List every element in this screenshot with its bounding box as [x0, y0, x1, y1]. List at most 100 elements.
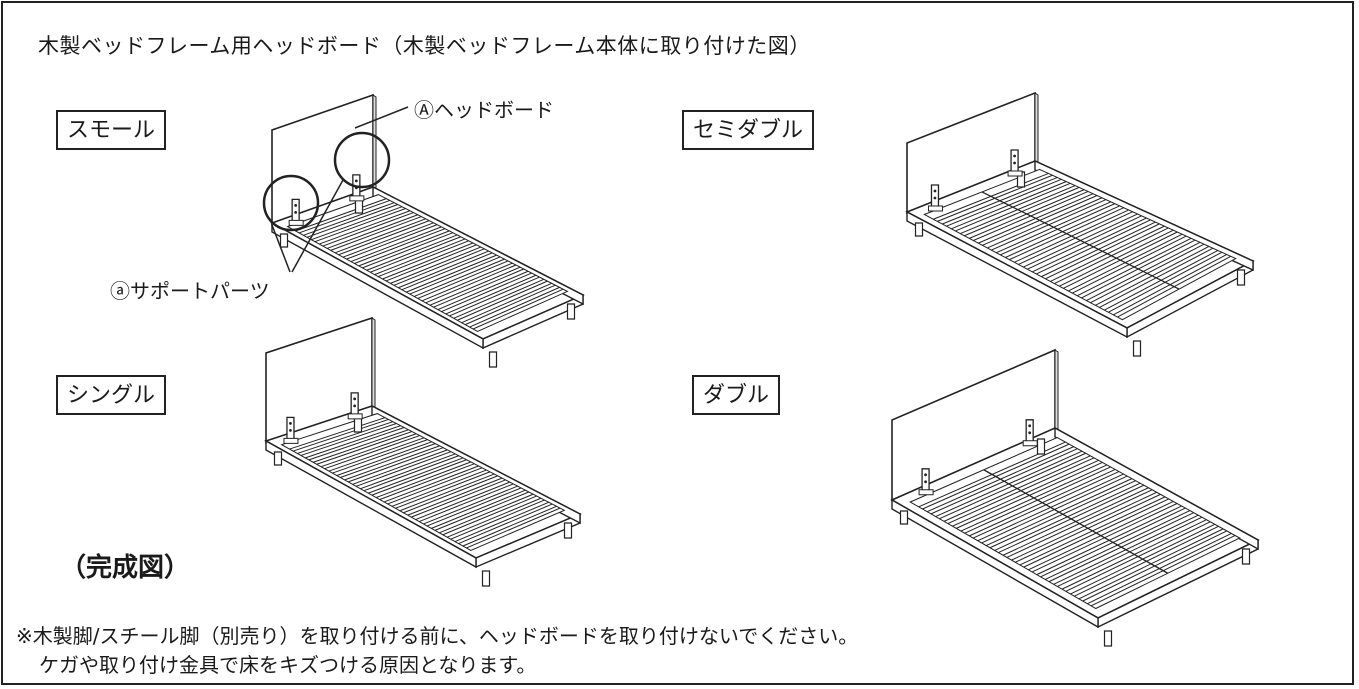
slat-line — [348, 448, 443, 482]
callout-headboard: Ⓐヘッドボード — [414, 98, 554, 122]
slat-line — [331, 217, 422, 251]
slat-line — [290, 418, 385, 449]
slat-line — [466, 508, 560, 548]
slat-line — [441, 273, 531, 311]
slat-line — [368, 458, 463, 493]
slat-line — [438, 271, 528, 309]
slat-line — [451, 500, 545, 539]
support-leader-a — [272, 225, 290, 272]
slat-line — [470, 287, 560, 327]
slat-line — [307, 204, 398, 237]
slat-line — [473, 289, 563, 329]
slat-line — [416, 482, 510, 519]
slat-line — [335, 219, 426, 253]
slat-area — [910, 438, 1239, 609]
leg-front-left — [1134, 341, 1141, 356]
leg-back-left — [281, 234, 288, 247]
slat-line — [315, 209, 406, 242]
slat-line — [305, 426, 400, 458]
slat-line — [435, 492, 529, 530]
slat-line — [372, 460, 467, 495]
slat-line — [396, 472, 490, 508]
slat-line — [418, 261, 508, 298]
center-rail — [984, 470, 1168, 574]
slat-line — [376, 462, 471, 498]
headboard-leader — [355, 107, 408, 128]
frame-left-side — [907, 212, 1127, 337]
frame-left-side — [266, 441, 476, 567]
slat-line — [443, 496, 537, 535]
slat-line — [301, 423, 396, 455]
slat-line — [340, 444, 435, 478]
diagram-title: 木製ベッドフレーム用ヘッドボード（木製ベッドフレーム本体に取り付けた図） — [38, 34, 811, 58]
support-leader-b — [292, 180, 343, 272]
slat-line — [439, 494, 533, 533]
slat-line — [390, 247, 480, 283]
slat-line — [449, 277, 539, 316]
slat-line — [299, 200, 390, 232]
leg-front-right — [565, 523, 572, 538]
leg-front-right — [1243, 549, 1250, 564]
slat-line — [347, 225, 438, 259]
slat-line — [384, 466, 478, 502]
slat-line — [427, 488, 521, 526]
bed-illustration-single — [262, 318, 580, 580]
slat-line — [398, 251, 488, 288]
leg-front-left — [483, 571, 490, 586]
slat-line — [293, 419, 388, 451]
slat-line — [375, 239, 465, 275]
size-label-small: スモール — [56, 110, 167, 150]
leg-front-right — [568, 304, 575, 319]
bracket-hole — [1013, 154, 1016, 158]
slat-line — [380, 464, 474, 500]
slat-line — [455, 502, 549, 541]
slat-line — [356, 452, 451, 487]
slat-line — [354, 229, 445, 264]
slat-line — [383, 243, 473, 279]
slat-area — [282, 414, 565, 551]
leg-back-left — [916, 223, 923, 236]
bracket-base — [1008, 171, 1022, 176]
leg-back-left — [275, 452, 282, 465]
bracket-base — [928, 206, 942, 211]
frame-left-side — [892, 500, 1098, 627]
slat-line — [378, 241, 468, 277]
bracket-hole — [289, 422, 292, 425]
bracket-base — [1023, 441, 1037, 446]
slat-line — [424, 486, 518, 524]
bracket-base — [348, 414, 362, 419]
slat-line — [364, 456, 459, 491]
slat-line — [430, 267, 520, 305]
slat-line — [367, 235, 458, 270]
bracket-hole — [354, 179, 358, 183]
bracket-hole — [1028, 431, 1032, 435]
slat-line — [408, 478, 502, 515]
bracket-hole — [924, 480, 927, 484]
slat-line — [295, 199, 386, 231]
center-rail — [982, 192, 1179, 289]
leg-back-left — [901, 511, 908, 524]
slat-line — [446, 275, 536, 314]
slat-line — [386, 245, 476, 281]
slat-line — [400, 474, 494, 511]
slat-line — [463, 506, 557, 546]
slat-line — [414, 259, 504, 296]
slat-line — [406, 255, 496, 292]
slat-line — [351, 227, 442, 262]
slat-line — [454, 279, 544, 318]
bed-illustration-semi-double — [905, 128, 1255, 350]
slat-line — [329, 438, 424, 471]
slat-line — [321, 434, 416, 467]
slat-line — [447, 498, 541, 537]
bed-illustration-small — [265, 95, 583, 350]
slat-line — [362, 233, 453, 268]
slat-line — [303, 203, 394, 236]
leg-front-right — [1238, 270, 1245, 285]
slat-line — [431, 490, 525, 528]
slat-line — [359, 231, 450, 266]
slat-line — [462, 283, 552, 322]
detail-circle-right — [335, 133, 389, 187]
detail-circle-left — [264, 176, 318, 230]
